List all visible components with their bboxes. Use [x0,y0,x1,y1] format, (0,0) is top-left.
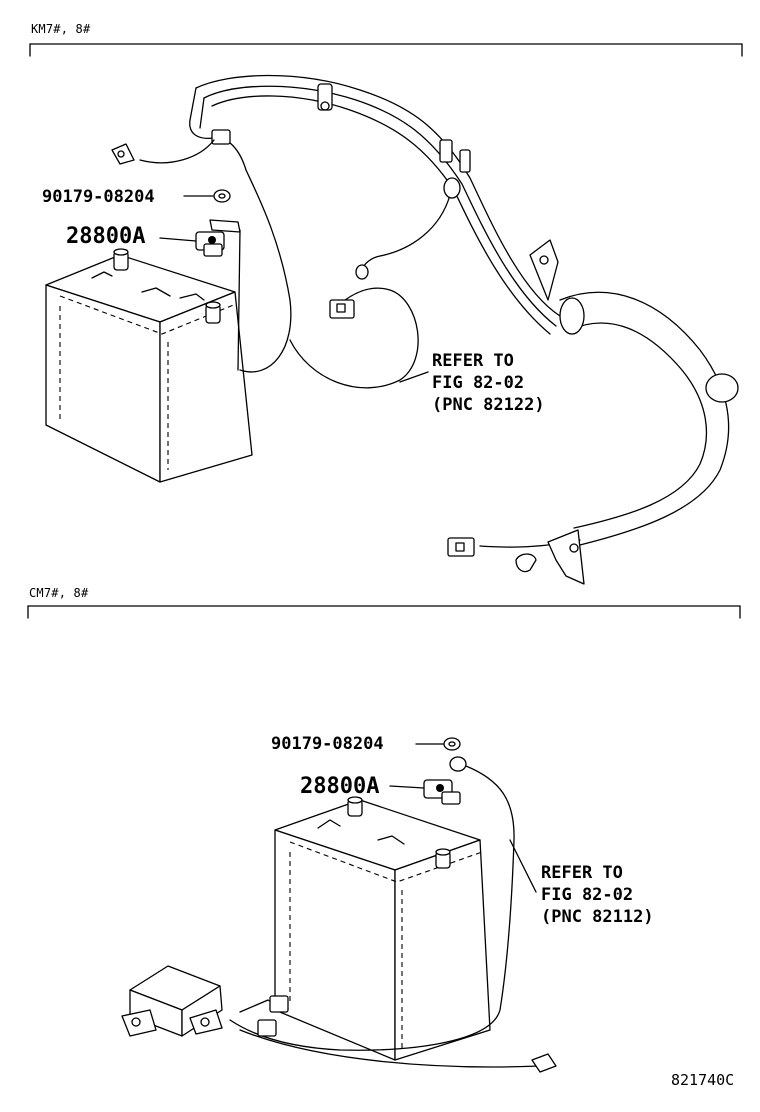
bottom-refer-note: REFER TO FIG 82-02 (PNC 82112) [541,862,654,928]
bottom-refer-line-1: REFER TO [541,863,623,883]
top-nut-part-number: 90179-08204 [42,187,155,207]
top-refer-line-3: (PNC 82122) [432,395,545,415]
bottom-nut-part-number: 90179-08204 [271,734,384,754]
bottom-battery [274,796,491,1061]
bottom-cable [229,765,557,1073]
top-nut [183,189,231,203]
illustration-code: 821740C [671,1071,735,1089]
top-refer-note: REFER TO FIG 82-02 (PNC 82122) [432,350,545,416]
top-wire-harness [111,74,739,585]
bottom-clamp-part-number: 28800A [300,774,380,799]
top-section-frame [29,43,743,57]
top-battery [45,248,253,483]
top-refer-line-1: REFER TO [432,351,514,371]
bottom-relay-block [121,965,223,1037]
bottom-nut [415,737,467,772]
bottom-refer-line-2: FIG 82-02 [541,885,634,905]
section-label-bottom: CM7#, 8# [29,586,89,600]
bottom-refer-line-3: (PNC 82112) [541,907,654,927]
top-terminal-clamp [159,231,225,257]
section-label-top: KM7#, 8# [31,22,91,36]
top-refer-line-2: FIG 82-02 [432,373,525,393]
top-clamp-part-number: 28800A [66,224,146,249]
bottom-terminal-clamp [389,779,461,805]
bottom-section-frame [27,605,741,619]
